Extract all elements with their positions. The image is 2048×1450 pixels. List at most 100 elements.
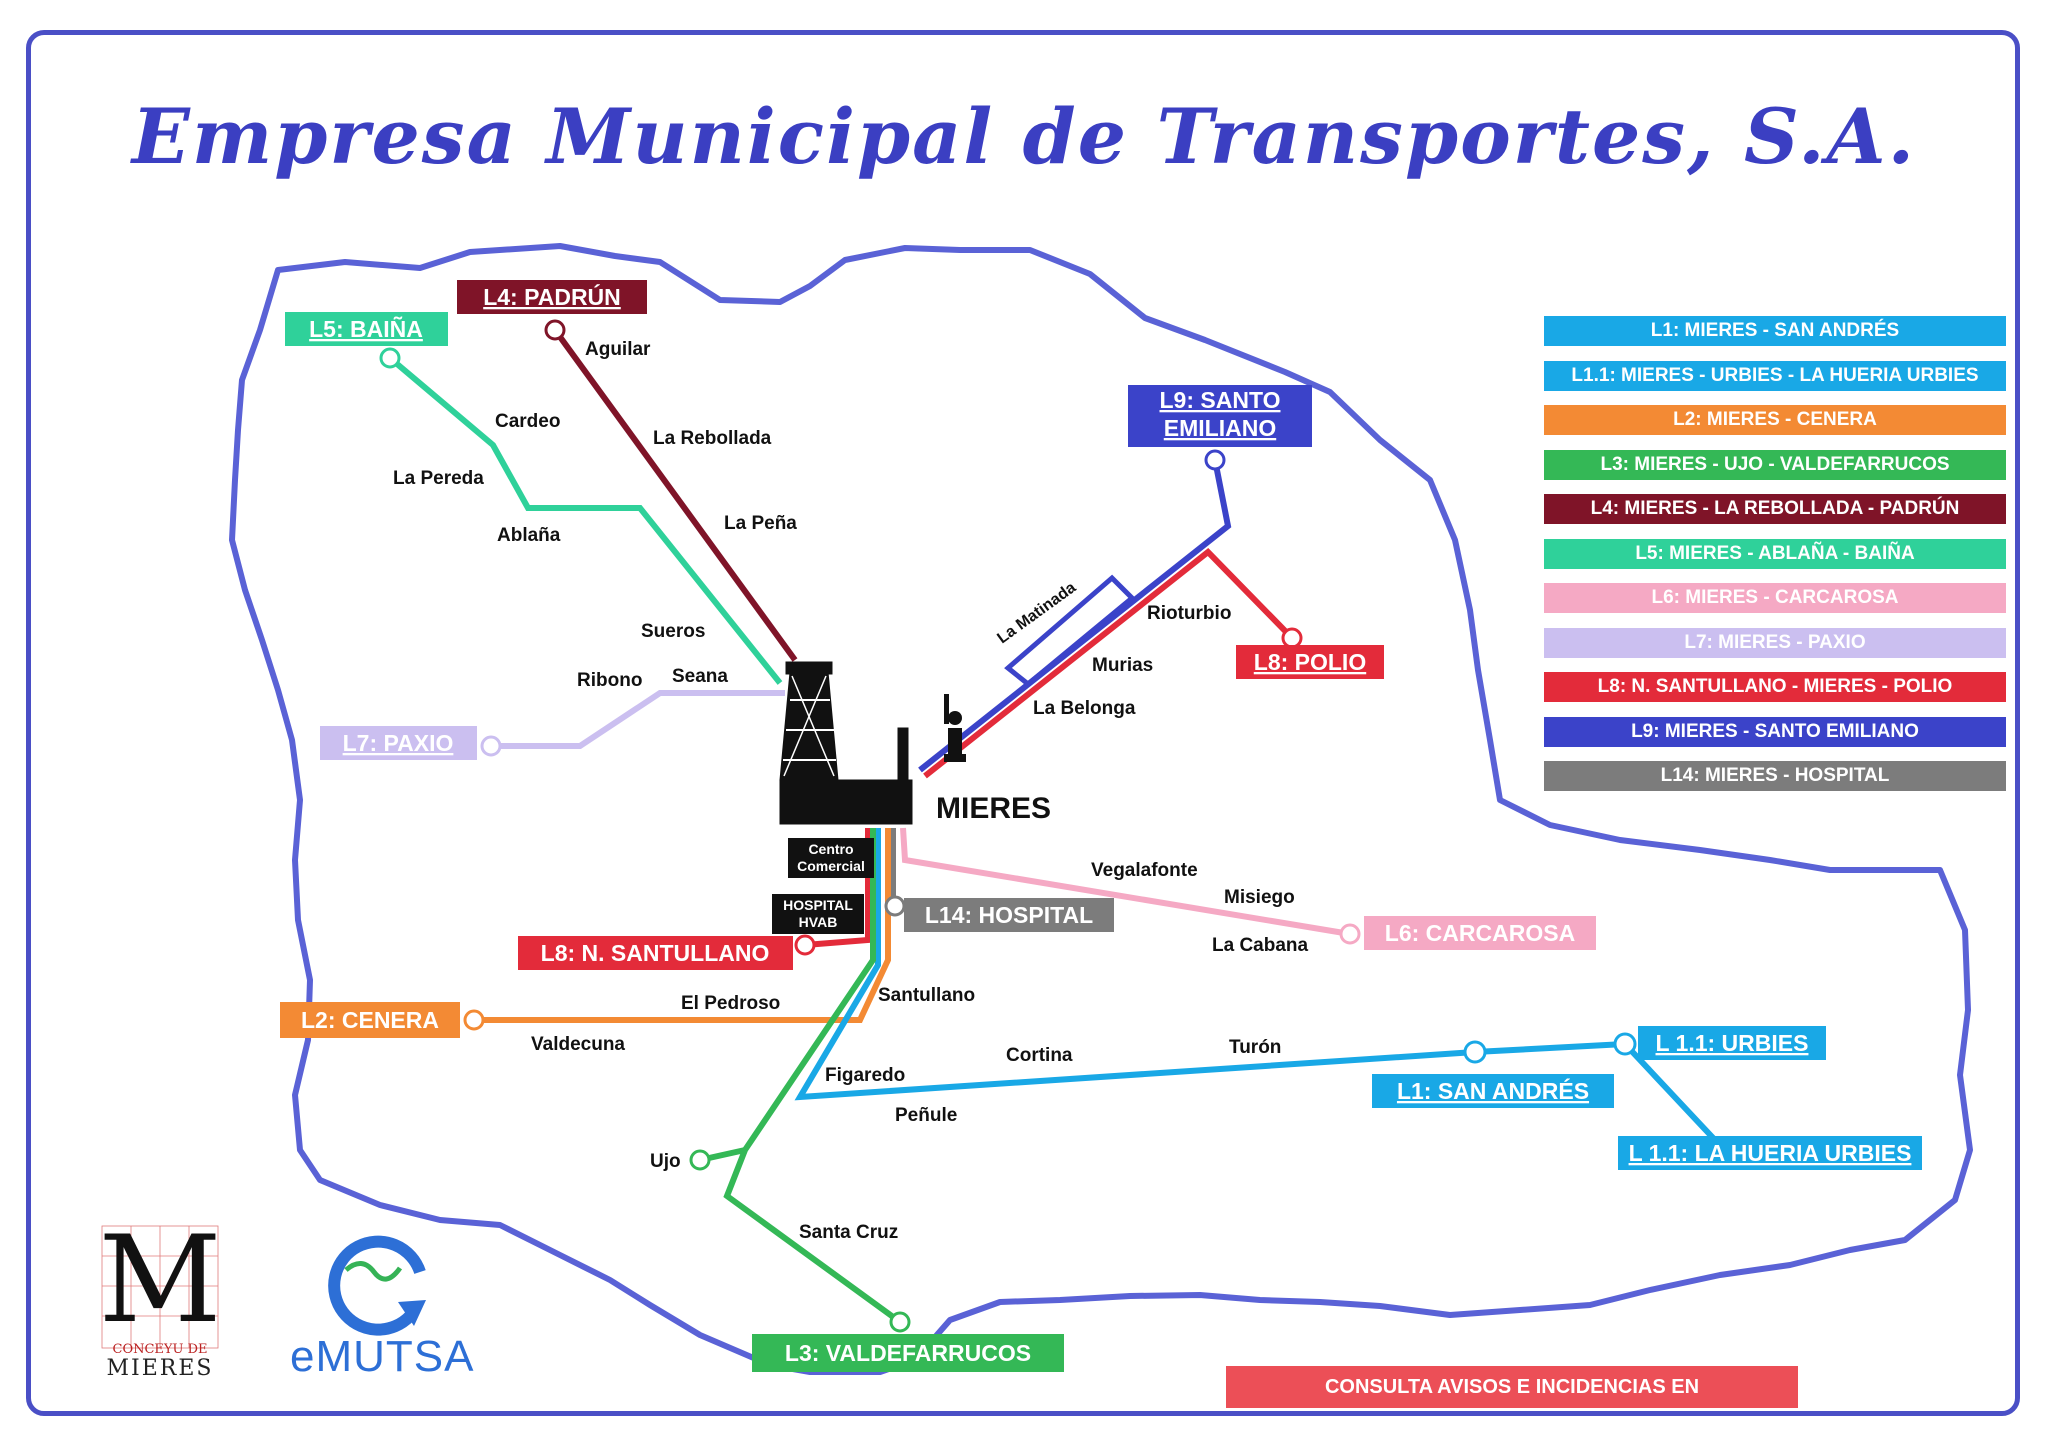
terminal-text-l1: L1: SAN ANDRÉS bbox=[1397, 1077, 1589, 1104]
stop-santo-emiliano bbox=[1204, 449, 1226, 471]
terminal-label-l8-north: L8: POLIO bbox=[1236, 645, 1384, 679]
terminal-text-l3: L3: VALDEFARRUCOS bbox=[785, 1340, 1031, 1366]
stop-label-rioturbio: Rioturbio bbox=[1147, 603, 1231, 624]
terminal-text-l4: L4: PADRÚN bbox=[483, 283, 621, 310]
legend-item: L6: MIERES - CARCAROSA bbox=[1544, 583, 2006, 613]
miner-statue-icon bbox=[944, 694, 966, 762]
route-l8-north bbox=[923, 547, 1295, 779]
conceyu-logo-letter: M bbox=[98, 1211, 222, 1350]
stop-label-ablana: Ablaña bbox=[497, 525, 561, 546]
stop-label-cardeo: Cardeo bbox=[495, 411, 560, 432]
facebook-notice-banner: CONSULTA AVISOS E INCIDENCIAS EN FACEBOO… bbox=[1226, 1366, 1798, 1440]
terminal-text-l11-hueria: L 1.1: LA HUERIA URBIES bbox=[1629, 1140, 1912, 1166]
terminal-text-l6: L6: CARCAROSA bbox=[1385, 920, 1575, 946]
stop-hospital bbox=[884, 895, 906, 917]
stop-label-la-pena: La Peña bbox=[724, 513, 797, 534]
emutsa-arrow-icon bbox=[328, 1235, 426, 1336]
stop-carcarosa bbox=[1339, 923, 1361, 945]
stop-padrun bbox=[544, 319, 566, 341]
legend-item: L7: MIERES - PAXIO bbox=[1544, 627, 2006, 658]
route-l5 bbox=[388, 355, 783, 685]
route-l7 bbox=[491, 690, 785, 749]
stop-label-sueros: Sueros bbox=[641, 621, 705, 642]
stop-san-andres bbox=[1463, 1040, 1487, 1064]
emutsa-logo: eMUTSA bbox=[290, 1224, 473, 1384]
route-l9 bbox=[918, 459, 1232, 773]
stop-paxio bbox=[480, 735, 502, 757]
legend-item: L5: MIERES - ABLAÑA - BAIÑA bbox=[1544, 538, 2006, 569]
stop-label-la-matinada: La Matinada bbox=[994, 579, 1079, 647]
terminal-text-l8-south: L8: N. SANTULLANO bbox=[541, 940, 770, 966]
mining-tower-icon bbox=[779, 661, 913, 825]
stop-label-cortina: Cortina bbox=[1006, 1045, 1073, 1066]
stop-label-la-belonga: La Belonga bbox=[1033, 698, 1136, 719]
stop-label-turon: Turón bbox=[1229, 1037, 1281, 1058]
stop-label-la-rebollada: La Rebollada bbox=[653, 428, 772, 449]
terminal-label-l5: L5: BAIÑA bbox=[285, 312, 448, 346]
terminal-text-l2: L2: CENERA bbox=[301, 1007, 439, 1033]
legend-item: L1: MIERES - SAN ANDRÉS bbox=[1544, 316, 2006, 346]
stop-label-seana: Seana bbox=[672, 666, 728, 687]
conceyu-logo-top-text: CONCEYU DE bbox=[112, 1342, 208, 1357]
terminal-text-l7: L7: PAXIO bbox=[343, 730, 454, 756]
legend-item: L9: MIERES - SANTO EMILIANO bbox=[1544, 716, 2006, 747]
stop-label-valdecuna: Valdecuna bbox=[531, 1034, 625, 1055]
legend-item: L8: N. SANTULLANO - MIERES - POLIO bbox=[1544, 672, 2006, 702]
stop-label-ujo: Ujo bbox=[650, 1151, 681, 1172]
legend-item: L2: MIERES - CENERA bbox=[1544, 405, 2006, 435]
page-title: Empresa Municipal de Transportes, S.A. bbox=[131, 92, 1917, 181]
legend-item: L4: MIERES - LA REBOLLADA - PADRÚN bbox=[1544, 494, 2006, 524]
stop-valdefarrucos bbox=[889, 1311, 911, 1333]
stop-polio bbox=[1281, 627, 1303, 649]
route-l6 bbox=[900, 827, 1351, 937]
city-label-mieres: MIERES bbox=[936, 792, 1051, 825]
terminal-text-l14: L14: HOSPITAL bbox=[925, 902, 1093, 928]
stop-label-santa-cruz: Santa Cruz bbox=[799, 1222, 898, 1243]
terminal-label-l6: L6: CARCAROSA bbox=[1364, 916, 1596, 950]
stop-label-la-cabana: La Cabana bbox=[1212, 935, 1309, 956]
conceyu-grid bbox=[101, 1225, 219, 1349]
stop-ujo bbox=[689, 1149, 711, 1171]
centro-comercial-box bbox=[788, 838, 874, 878]
stop-label-figaredo: Figaredo bbox=[825, 1065, 905, 1086]
conceyu-de-mieres-logo: M CONCEYU DE MIERES bbox=[98, 1216, 222, 1382]
legend-item: L14: MIERES - HOSPITAL bbox=[1544, 761, 2006, 791]
stop-label-la-pereda: La Pereda bbox=[393, 468, 484, 489]
stop-urbies bbox=[1613, 1032, 1637, 1056]
terminal-label-l11-urbies: L 1.1: URBIES bbox=[1638, 1026, 1826, 1060]
route-l2 bbox=[474, 828, 891, 1023]
route-l4 bbox=[552, 328, 798, 662]
legend-item: L3: MIERES - UJO - VALDEFARRUCOS bbox=[1544, 449, 2006, 480]
legend-item: L1.1: MIERES - URBIES - LA HUERIA URBIES bbox=[1544, 360, 2006, 391]
conceyu-logo-bottom-text: MIERES bbox=[106, 1356, 214, 1381]
stop-label-santullano: Santullano bbox=[878, 985, 975, 1006]
stop-baina bbox=[379, 347, 401, 369]
terminal-label-l11-hueria: L 1.1: LA HUERIA URBIES bbox=[1618, 1136, 1922, 1170]
terminal-label-l2: L2: CENERA bbox=[280, 1002, 460, 1038]
terminal-label-l7: L7: PAXIO bbox=[320, 726, 477, 760]
hospital-hvab-box bbox=[772, 894, 864, 934]
route-l1 bbox=[794, 828, 1626, 1101]
terminal-text-l11-urbies: L 1.1: URBIES bbox=[1656, 1030, 1809, 1056]
stop-label-murias: Murias bbox=[1092, 655, 1153, 676]
stop-label-misiego: Misiego bbox=[1224, 887, 1295, 908]
terminal-label-l14: L14: HOSPITAL bbox=[904, 898, 1114, 932]
terminal-label-l8-south: L8: N. SANTULLANO bbox=[518, 936, 793, 970]
stop-n-santullano bbox=[794, 934, 816, 956]
stop-label-penule: Peñule bbox=[895, 1105, 957, 1126]
route-l9-matinada-loop bbox=[1004, 574, 1136, 688]
stop-label-vegalafonte: Vegalafonte bbox=[1091, 860, 1198, 881]
terminal-label-l4: L4: PADRÚN bbox=[457, 280, 647, 314]
stop-label-ribono: Ribono bbox=[577, 670, 642, 691]
terminal-label-l1: L1: SAN ANDRÉS bbox=[1372, 1074, 1614, 1108]
terminal-text-l8-north: L8: POLIO bbox=[1254, 649, 1366, 675]
terminal-label-l3: L3: VALDEFARRUCOS bbox=[752, 1334, 1064, 1372]
stop-label-el-pedroso: El Pedroso bbox=[681, 993, 780, 1014]
stop-cenera bbox=[463, 1009, 485, 1031]
stop-label-aguilar: Aguilar bbox=[585, 339, 651, 360]
